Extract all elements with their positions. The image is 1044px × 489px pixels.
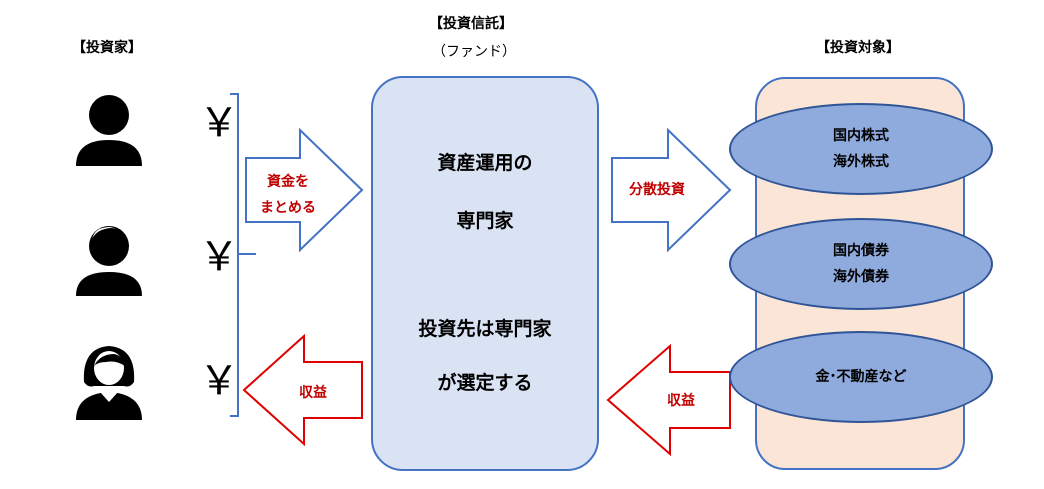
- ellipse-stocks-line2: 海外株式: [833, 154, 889, 170]
- fund-box: 資産運用の 専門家 投資先は専門家 が選定する: [371, 76, 599, 471]
- fund-subheader: （ファンド）: [432, 44, 516, 60]
- collect-funds-label-line2: まとめる: [260, 200, 316, 216]
- return-label-left: 収益: [299, 385, 327, 401]
- ellipse-bonds: 国内債券 海外債券: [729, 218, 993, 310]
- fund-text-line2: 専門家: [456, 210, 514, 232]
- grouping-bracket: [230, 93, 256, 417]
- ellipse-gold-realestate-line1: 金･不動産など: [815, 369, 907, 385]
- diversify-label: 分散投資: [629, 182, 685, 198]
- investors-header: 【投資家】: [72, 40, 142, 56]
- ellipse-stocks-line1: 国内株式: [833, 128, 889, 144]
- fund-text-line4: が選定する: [437, 372, 533, 394]
- return-arrow-left: [242, 334, 363, 446]
- person-short-hair-icon: [76, 95, 142, 166]
- targets-header: 【投資対象】: [816, 40, 900, 56]
- collect-funds-arrow: [245, 128, 364, 253]
- person-long-hair-icon: [76, 346, 142, 420]
- yen-symbol: ￥: [199, 358, 239, 404]
- person-parted-hair-icon: [76, 226, 142, 296]
- ellipse-bonds-line1: 国内債券: [833, 243, 889, 259]
- ellipse-stocks: 国内株式 海外株式: [729, 103, 993, 195]
- fund-text-line3: 投資先は専門家: [418, 318, 552, 340]
- return-arrow-right: [606, 344, 731, 456]
- ellipse-gold-realestate: 金･不動産など: [729, 331, 993, 423]
- yen-symbol: ￥: [199, 234, 239, 280]
- collect-funds-label-line1: 資金を: [267, 174, 309, 190]
- diversify-arrow: [611, 128, 732, 253]
- fund-header: 【投資信託】: [429, 16, 513, 32]
- collect-funds-label: 資金を まとめる: [246, 169, 330, 221]
- ellipse-bonds-line2: 海外債券: [833, 269, 889, 285]
- yen-symbol: ￥: [199, 100, 239, 146]
- fund-text-line1: 資産運用の: [437, 152, 533, 174]
- return-label-right: 収益: [667, 393, 695, 409]
